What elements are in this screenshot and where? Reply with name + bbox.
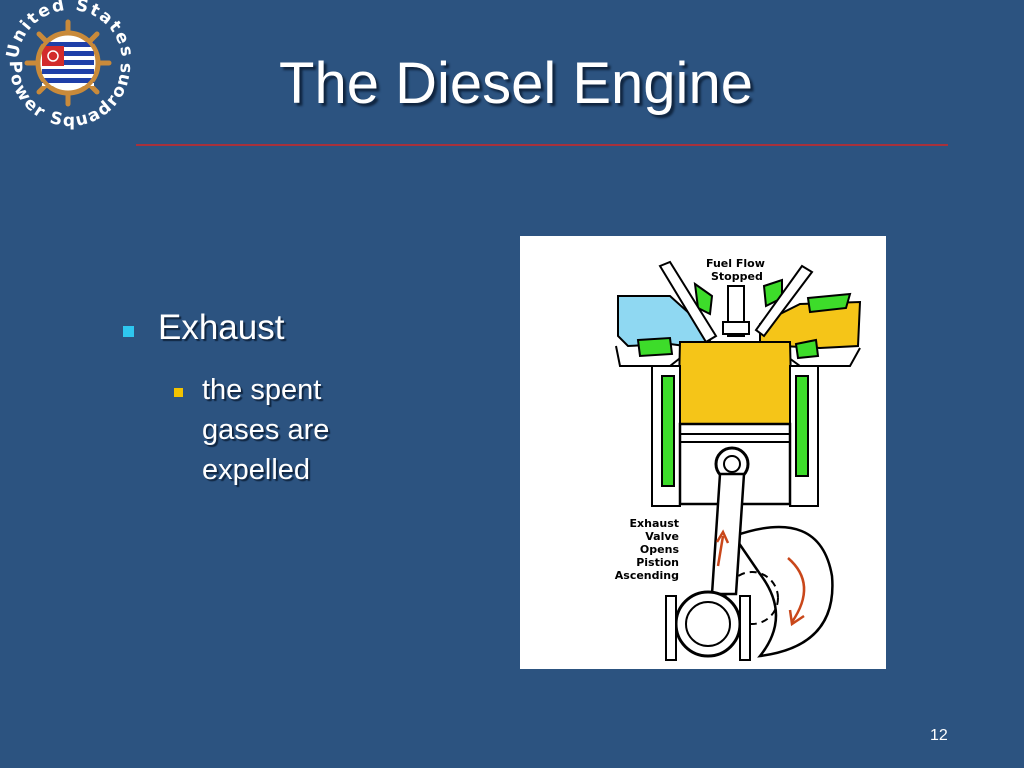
power-squadrons-logo: United States Power Squadrons — [0, 0, 140, 140]
bullet-text: Exhaust — [158, 308, 285, 347]
fuel-flow-label: Fuel Flow — [706, 257, 765, 270]
engine-diagram: Fuel Flow Stopped Exhaust Valve Opens Pi… — [520, 236, 886, 669]
fuel-stopped-label: Stopped — [711, 270, 763, 283]
exhaust-label-line: Pistion — [636, 556, 679, 569]
exhaust-label-line: Exhaust — [629, 517, 680, 530]
sub-bullet-square-icon — [174, 388, 183, 397]
slide-title: The Diesel Engine — [279, 51, 753, 116]
page-number: 12 — [930, 727, 948, 744]
title-divider — [136, 144, 948, 146]
exhaust-label-line: Ascending — [614, 569, 679, 582]
bullet-square-icon — [123, 326, 134, 337]
exhaust-label-line: Opens — [639, 543, 679, 556]
exhaust-label-line: Valve — [645, 530, 679, 543]
sub-bullet-text: the spent gases are expelled — [202, 374, 330, 486]
